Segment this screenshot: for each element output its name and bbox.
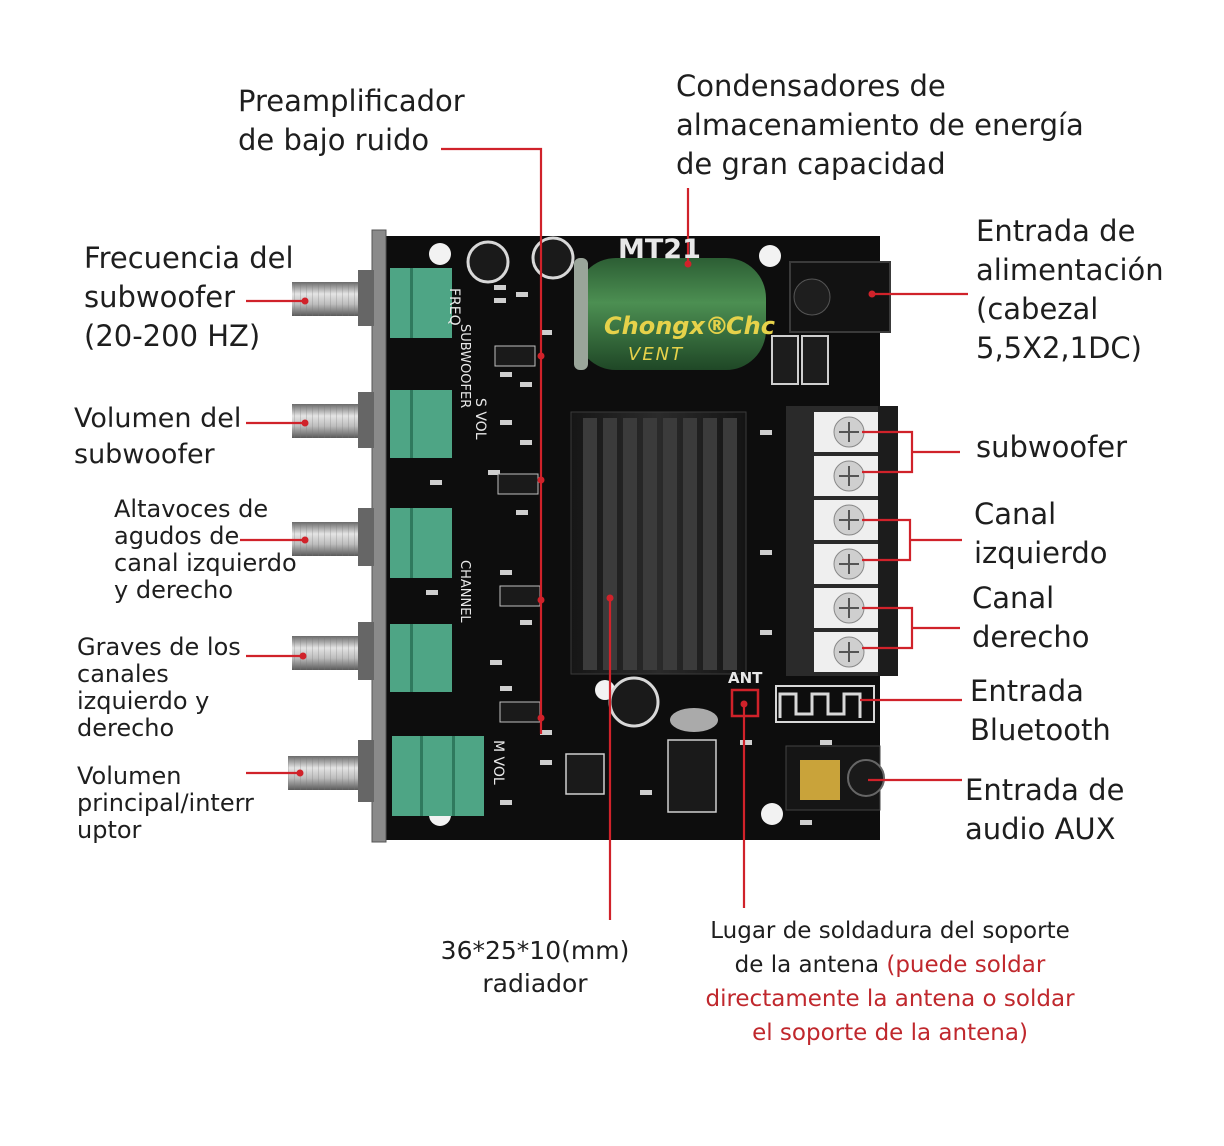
label-subwoofer-out: subwoofer xyxy=(976,430,1128,464)
silk-subwoofer: SUBWOOFER xyxy=(457,324,472,409)
front-panel xyxy=(371,229,387,843)
label-antenna-note: Lugar de soldadura del soporte de la ant… xyxy=(705,918,1075,1046)
label-left-channel: Canal izquierdo xyxy=(974,497,1108,570)
cap-brand: Chongx® xyxy=(604,312,729,340)
bt-antenna-trace xyxy=(778,692,862,718)
aux-jack xyxy=(785,745,885,811)
label-sub-frequency: Frecuencia del subwoofer (20-200 HZ) xyxy=(84,241,294,353)
cap-brand-cut: Chc xyxy=(726,312,775,340)
label-treble: Altavoces de agudos de canal izquierdo y… xyxy=(114,495,297,604)
label-sub-volume: Volumen del subwoofer xyxy=(74,403,242,470)
pot-treble xyxy=(292,508,452,578)
cap-vent: VENT xyxy=(628,344,685,365)
silk-channel: CHANNEL xyxy=(457,560,472,623)
label-bluetooth: Entrada Bluetooth xyxy=(970,674,1111,747)
silk-freq: FREQ xyxy=(446,288,462,326)
label-radiator: 36*25*10(mm) radiador xyxy=(440,936,630,998)
ant-label: ANT xyxy=(728,669,763,687)
label-power-input: Entrada de alimentación (cabezal 5,5X2,1… xyxy=(976,214,1164,365)
energy-capacitor xyxy=(574,258,766,370)
silk-mvol: M VOL xyxy=(490,740,506,785)
label-right-channel: Canal derecho xyxy=(972,581,1090,654)
power-jack xyxy=(789,261,891,333)
label-preamp: Preamplificador de bajo ruido xyxy=(238,84,465,157)
terminal-block xyxy=(786,406,898,676)
board-model: MT21 xyxy=(618,234,701,265)
label-aux: Entrada de audio AUX xyxy=(965,773,1125,846)
label-bass: Graves de los canales izquierdo y derech… xyxy=(77,633,241,742)
pot-svol xyxy=(292,390,452,458)
heatsink xyxy=(570,411,747,675)
label-capacitors: Condensadores de almacenamiento de energ… xyxy=(676,69,1084,181)
label-main-volume: Volumen principal/interr uptor xyxy=(77,762,254,844)
silk-svol: S VOL xyxy=(472,398,488,440)
